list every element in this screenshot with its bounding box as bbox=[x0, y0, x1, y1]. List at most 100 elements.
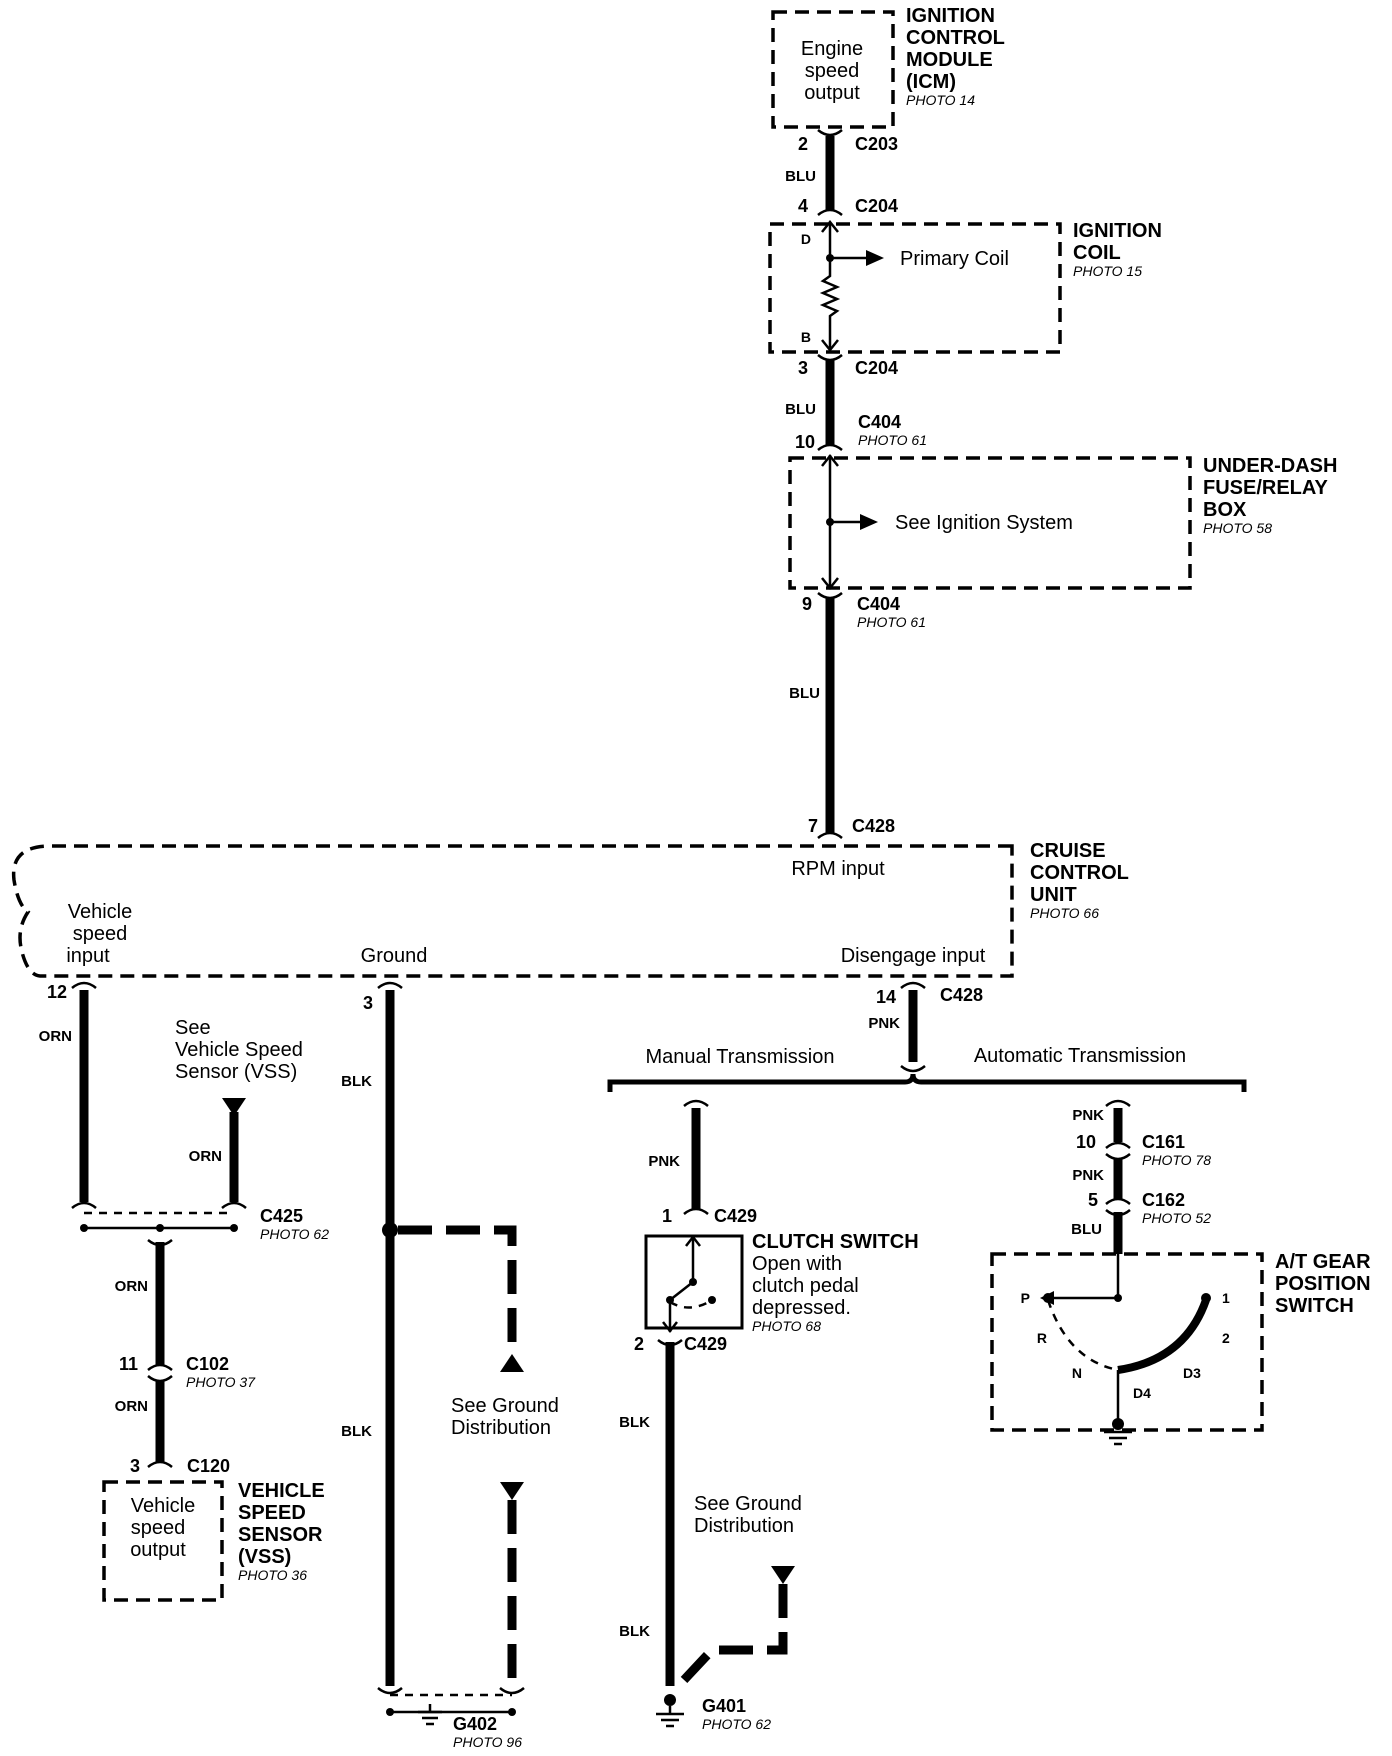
ccu-title-line3: UNIT bbox=[1030, 884, 1077, 906]
wire-color-blk1: BLK bbox=[341, 1073, 372, 1090]
ccu-vss-input-line3: input bbox=[66, 945, 110, 967]
c102-top-mark bbox=[147, 1363, 173, 1371]
atgear-title-line3: SWITCH bbox=[1275, 1295, 1354, 1317]
ground-ref-up-arrow-icon bbox=[500, 1354, 524, 1372]
vss-ref-line3: Sensor (VSS) bbox=[175, 1061, 297, 1083]
g402-left-mark bbox=[377, 1687, 403, 1695]
vss-title-line1: VEHICLE bbox=[238, 1480, 325, 1502]
c204-bot-pin: 3 bbox=[798, 358, 808, 378]
fuse-arrow-up bbox=[821, 453, 839, 467]
c161-pin: 10 bbox=[1076, 1132, 1096, 1152]
c425-node-right bbox=[230, 1224, 238, 1232]
fuse-arrow-down bbox=[821, 577, 839, 591]
c102-photo: PHOTO 37 bbox=[186, 1374, 256, 1390]
fuse-arrow-right bbox=[860, 514, 878, 530]
g401-photo: PHOTO 62 bbox=[702, 1716, 771, 1732]
atgear-dashed-arc bbox=[1046, 1299, 1119, 1372]
ccu-title-line1: CRUISE bbox=[1030, 840, 1106, 862]
c162-pin: 5 bbox=[1088, 1190, 1098, 1210]
atgear-title-line2: POSITION bbox=[1275, 1273, 1371, 1295]
coil-terminal-b: B bbox=[801, 329, 811, 345]
ground-ref-right-line2: Distribution bbox=[694, 1515, 794, 1537]
vss-title-line3: SENSOR bbox=[238, 1524, 323, 1546]
ccu-pin3-mark bbox=[377, 981, 403, 989]
ccu-disengage-input: Disengage input bbox=[841, 945, 986, 967]
wire-color-blk3: BLK bbox=[619, 1414, 650, 1431]
atgear-pos-p: P bbox=[1021, 1290, 1030, 1306]
c161-top-mark bbox=[1105, 1141, 1131, 1149]
coil-arrow-down bbox=[821, 339, 839, 353]
clutch-pivot bbox=[689, 1278, 697, 1286]
coil-primary-label: Primary Coil bbox=[900, 248, 1009, 270]
fuse-title-line2: FUSE/RELAY bbox=[1203, 477, 1329, 499]
atgear-pos-1: 1 bbox=[1222, 1290, 1230, 1306]
atgear-contact-p bbox=[1043, 1293, 1053, 1303]
icm-inner-line1: Engine bbox=[801, 38, 863, 60]
ccu-vss-input-line2: speed bbox=[73, 923, 128, 945]
c204-bot-id: C204 bbox=[855, 358, 898, 378]
clutch-switch: CLUTCH SWITCH Open with clutch pedal dep… bbox=[644, 1231, 919, 1334]
clutch-title: CLUTCH SWITCH bbox=[752, 1231, 919, 1253]
transmission-bracket bbox=[607, 1073, 1247, 1092]
under-dash-fuse-relay-box: See Ignition System UNDER-DASH FUSE/RELA… bbox=[788, 453, 1337, 591]
fuse-title-line1: UNDER-DASH bbox=[1203, 455, 1337, 477]
vss-title-line4: (VSS) bbox=[238, 1546, 291, 1568]
atgear-pos-d4: D4 bbox=[1133, 1385, 1151, 1401]
wire-color-blu3: BLU bbox=[789, 685, 820, 702]
vss-ref-line1: See bbox=[175, 1017, 211, 1039]
connector-c204-bot-mark bbox=[817, 354, 843, 362]
coil-resistor bbox=[819, 258, 841, 348]
ground-splice-node bbox=[382, 1222, 398, 1238]
split-mark bbox=[900, 1065, 926, 1073]
icm-title-line1: IGNITION bbox=[906, 5, 995, 27]
clutch-contact-lever bbox=[669, 1281, 694, 1301]
atgear-pos-2: 2 bbox=[1222, 1330, 1230, 1346]
wire-color-orn1: ORN bbox=[39, 1028, 72, 1045]
ccu-pin12: 12 bbox=[47, 982, 67, 1002]
coil-title-line2: COIL bbox=[1073, 242, 1121, 264]
connector-c203-mark bbox=[817, 129, 843, 137]
wire-color-orn3: ORN bbox=[115, 1278, 148, 1295]
clutch-desc-line1: Open with bbox=[752, 1253, 842, 1275]
ccu-pin12-mark bbox=[71, 981, 97, 989]
c425-node-mid bbox=[156, 1224, 164, 1232]
ground-ref-down-arrow-icon bbox=[500, 1482, 524, 1500]
c161-id: C161 bbox=[1142, 1132, 1185, 1152]
wire-color-blk4: BLK bbox=[619, 1623, 650, 1640]
wire-color-pnk4: PNK bbox=[1072, 1167, 1104, 1184]
vss-inner-line2: speed bbox=[131, 1517, 186, 1539]
g402-ground-icon bbox=[418, 1704, 442, 1726]
atgear-solid-arc bbox=[1117, 1298, 1210, 1374]
manual-branch-top-mark bbox=[683, 1099, 709, 1107]
vss-inner-line1: Vehicle bbox=[131, 1495, 196, 1517]
fuse-inner-label: See Ignition System bbox=[895, 512, 1073, 534]
automatic-transmission-label: Automatic Transmission bbox=[974, 1045, 1186, 1067]
coil-terminal-d: D bbox=[801, 231, 811, 247]
g401-ref-arrow-icon bbox=[771, 1566, 795, 1584]
c204-top-pin: 4 bbox=[798, 196, 808, 216]
atgear-title-line1: A/T GEAR bbox=[1275, 1251, 1371, 1273]
g402-id: G402 bbox=[453, 1714, 497, 1734]
icm-inner-line3: output bbox=[804, 82, 860, 104]
icm-inner-line2: speed bbox=[805, 60, 860, 82]
c429-bot-pin: 2 bbox=[634, 1334, 644, 1354]
vss-title-line2: SPEED bbox=[238, 1502, 306, 1524]
c162-photo: PHOTO 52 bbox=[1142, 1210, 1211, 1226]
c428-bot-pin: 14 bbox=[876, 987, 896, 1007]
wire-color-orn4: ORN bbox=[115, 1398, 148, 1415]
ground-ref-upper-dashed bbox=[398, 1225, 517, 1345]
cruise-control-unit: RPM input Vehicle speed input Ground Dis… bbox=[11, 840, 1129, 978]
ccu-photo: PHOTO 66 bbox=[1030, 905, 1099, 921]
icm-photo: PHOTO 14 bbox=[906, 92, 975, 108]
connector-c204-top-mark bbox=[817, 208, 843, 216]
connector-c428-top-mark bbox=[817, 831, 843, 839]
wire-color-pnk2: PNK bbox=[648, 1153, 680, 1170]
ccu-ground: Ground bbox=[361, 945, 428, 967]
clutch-arrow-down bbox=[662, 1321, 678, 1334]
c161-photo: PHOTO 78 bbox=[1142, 1152, 1211, 1168]
atgear-pos-d3: D3 bbox=[1183, 1365, 1201, 1381]
wire-color-blk2: BLK bbox=[341, 1423, 372, 1440]
ignition-control-module: Engine speed output IGNITION CONTROL MOD… bbox=[771, 5, 1005, 129]
connector-c404-top-mark bbox=[817, 443, 843, 451]
